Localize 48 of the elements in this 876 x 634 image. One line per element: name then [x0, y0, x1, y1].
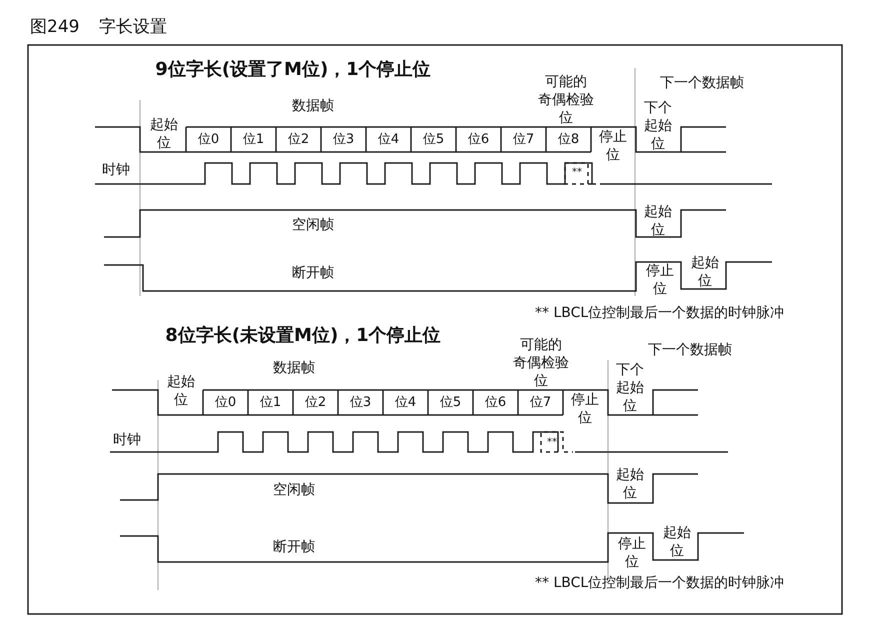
bit-label: 位3 [350, 394, 372, 412]
frame-label: 数据帧 [292, 97, 334, 115]
bit-label: 位1 [260, 394, 282, 412]
bit-label: 起始位 [644, 203, 672, 239]
bit-label: 位7 [512, 131, 534, 149]
bit-label: 起始位 [167, 373, 195, 409]
bit-label: 位2 [288, 131, 310, 149]
figure-title: 图249 字长设置 [30, 18, 167, 36]
panel-title: 9位字长(设置了M位)，1个停止位 [155, 61, 431, 79]
frame-label: 空闲帧 [292, 216, 334, 234]
bit-label: 停止位 [618, 535, 646, 571]
bit-label: 位4 [394, 394, 416, 412]
bit-label: 位6 [468, 131, 490, 149]
footnote: ** LBCL位控制最后一个数据的时钟脉冲 [535, 574, 784, 592]
frame-label: 下一个数据帧 [660, 74, 744, 92]
parity-bit-label: 可能的奇偶检验位 [513, 336, 569, 390]
panel-title: 8位字长(未设置M位)，1个停止位 [165, 327, 441, 345]
bit-label: 起始位 [663, 524, 691, 560]
bit-label: 位0 [214, 394, 236, 412]
bit-label: 下个起始位 [616, 361, 644, 415]
footnote: ** LBCL位控制最后一个数据的时钟脉冲 [535, 304, 784, 322]
bit-label: 停止位 [571, 391, 599, 427]
bit-label: 位5 [440, 394, 462, 412]
frame-label: 下一个数据帧 [648, 341, 732, 359]
bit-label: 位2 [304, 394, 326, 412]
footnote-mark: ** [547, 436, 557, 450]
bit-label: 位1 [242, 131, 264, 149]
bit-label: 起始位 [691, 254, 719, 290]
bit-label: 位0 [198, 131, 220, 149]
frame-label: 空闲帧 [273, 481, 315, 499]
bit-label: 位8 [558, 131, 580, 149]
signal-label: 时钟 [113, 431, 141, 449]
bit-label: 位4 [378, 131, 400, 149]
bit-label: 位5 [422, 131, 444, 149]
bit-label: 停止位 [599, 128, 627, 164]
bit-label: 起始位 [150, 116, 178, 152]
bit-label: 停止位 [646, 262, 674, 298]
parity-bit-label: 可能的奇偶检验位 [538, 73, 594, 127]
bit-label: 位3 [332, 131, 354, 149]
signal-label: 时钟 [102, 161, 130, 179]
frame-label: 断开帧 [273, 538, 315, 556]
frame-label: 数据帧 [273, 359, 315, 377]
bit-label: 位7 [530, 394, 552, 412]
bit-label: 下个起始位 [644, 99, 672, 153]
bit-label: 位6 [484, 394, 506, 412]
bit-label: 起始位 [616, 466, 644, 502]
footnote-mark: ** [572, 166, 582, 180]
frame-label: 断开帧 [292, 264, 334, 282]
